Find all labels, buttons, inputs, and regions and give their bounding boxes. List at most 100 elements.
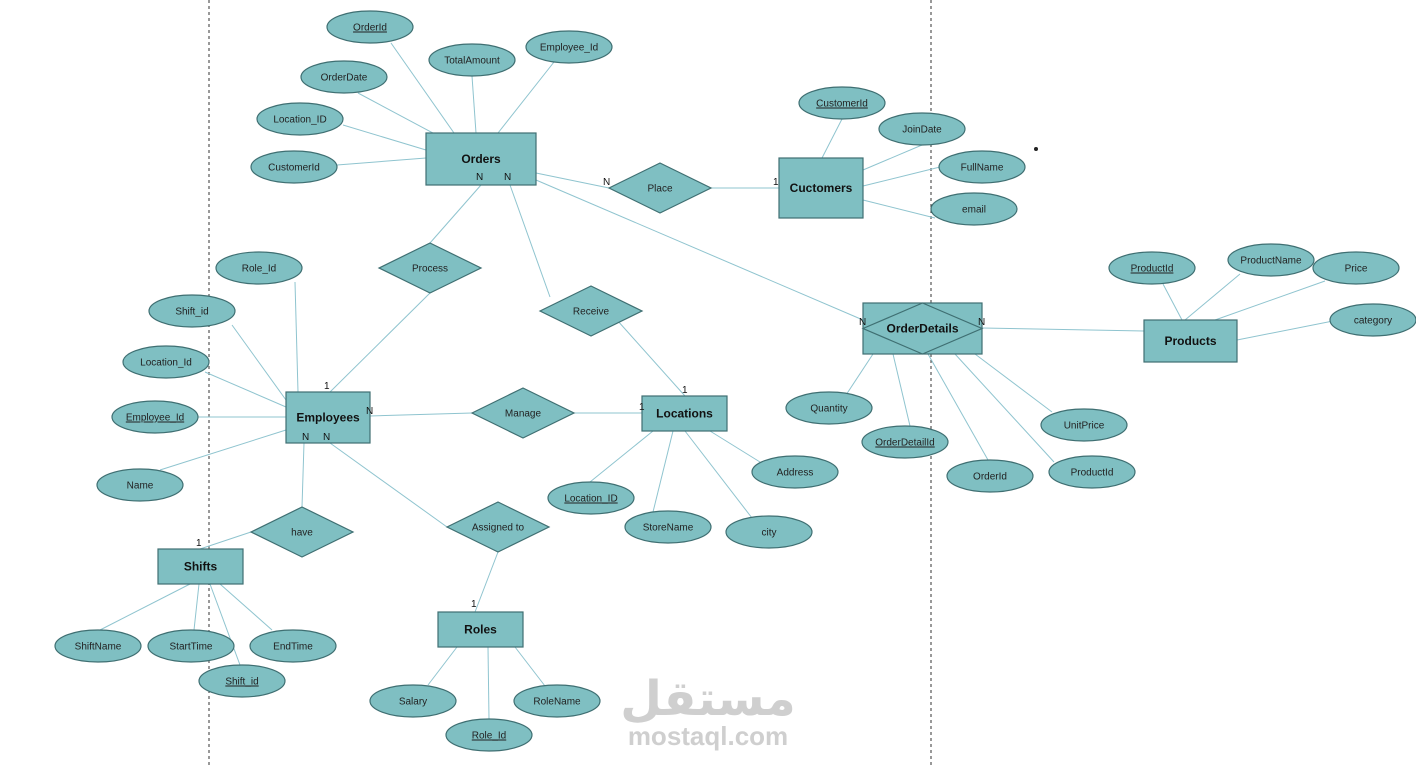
attribute-l_city[interactable]: city (725, 515, 813, 549)
entity-roles[interactable]: Roles (437, 611, 524, 648)
cardinality-label: N (323, 432, 330, 443)
attribute-s_end[interactable]: EndTime (249, 629, 337, 663)
attribute-r_sal[interactable]: Salary (369, 684, 457, 718)
relationship-have[interactable]: have (249, 506, 355, 558)
attribute-o_total[interactable]: TotalAmount (428, 43, 516, 77)
attribute-label: Price (1345, 264, 1368, 275)
attribute-e_name[interactable]: Name (96, 468, 184, 502)
entity-orderdetails[interactable]: OrderDetails (861, 302, 984, 355)
key-attribute-label: ProductId (1131, 264, 1174, 275)
attribute-s_start[interactable]: StartTime (147, 629, 235, 663)
attribute-l_id[interactable]: Location_ID (547, 481, 635, 515)
entity-label: Products (1164, 334, 1216, 348)
attribute-label: ProductName (1240, 256, 1302, 267)
attribute-r_name[interactable]: RoleName (513, 684, 601, 718)
attribute-label: OrderDate (321, 73, 368, 84)
connector-line (99, 583, 191, 631)
attribute-c_id[interactable]: CustomerId (798, 86, 886, 120)
connector-line (487, 646, 490, 720)
entity-label: Roles (464, 623, 497, 637)
relationship-assigned[interactable]: Assigned to (445, 501, 551, 553)
entity-customers[interactable]: Cuctomers (778, 157, 864, 219)
cardinality-label: N (476, 172, 483, 183)
connector-line (862, 144, 923, 171)
cardinality-label: 1 (682, 385, 688, 396)
attribute-s_name[interactable]: ShiftName (54, 629, 142, 663)
relationship-receive[interactable]: Receive (538, 285, 644, 337)
attribute-p_price[interactable]: Price (1312, 251, 1400, 285)
attribute-e_shift[interactable]: Shift_id (148, 294, 236, 328)
entity-orders[interactable]: Orders (425, 132, 537, 186)
attribute-od_pid[interactable]: ProductId (1048, 455, 1136, 489)
entity-employees[interactable]: Employees (285, 391, 371, 444)
attribute-l_store[interactable]: StoreName (624, 510, 712, 544)
connector-line (193, 583, 200, 631)
attribute-label: StoreName (643, 523, 694, 534)
entity-locations[interactable]: Locations (641, 395, 728, 432)
attribute-od_up[interactable]: UnitPrice (1040, 408, 1128, 442)
attribute-e_loc[interactable]: Location_Id (122, 345, 210, 379)
attribute-od_id[interactable]: OrderDetailId (861, 425, 949, 459)
attribute-label: RoleName (533, 697, 581, 708)
attribute-l_addr[interactable]: Address (751, 455, 839, 489)
attribute-o_loc[interactable]: Location_ID (256, 102, 344, 136)
connector-line (1236, 320, 1334, 341)
key-attribute-label: Location_ID (564, 494, 617, 505)
attribute-o_cust[interactable]: CustomerId (250, 150, 338, 184)
connector-line (821, 118, 843, 159)
relationship-process[interactable]: Process (377, 242, 483, 294)
relationship-place[interactable]: Place (607, 162, 713, 214)
attribute-o_orderid[interactable]: OrderId (326, 10, 414, 44)
attribute-p_cat[interactable]: category (1329, 303, 1416, 337)
stray-dot (1034, 147, 1038, 151)
attribute-p_name[interactable]: ProductName (1227, 243, 1315, 277)
connector-line (329, 292, 431, 393)
connector-line (589, 430, 654, 483)
attribute-label: city (762, 528, 777, 539)
relationship-label: have (291, 528, 313, 539)
connector-line (199, 531, 252, 550)
attribute-label: CustomerId (268, 163, 320, 174)
attribute-r_id[interactable]: Role_Id (445, 718, 533, 752)
attribute-e_role[interactable]: Role_Id (215, 251, 303, 285)
entity-shifts[interactable]: Shifts (157, 548, 244, 585)
connector-line (845, 353, 874, 396)
attribute-label: Salary (399, 697, 427, 708)
attribute-c_join[interactable]: JoinDate (878, 112, 966, 146)
relationship-manage[interactable]: Manage (470, 387, 576, 439)
connector-line (535, 179, 864, 321)
entity-label: Orders (461, 152, 501, 166)
connector-line (535, 172, 610, 189)
attribute-c_name[interactable]: FullName (938, 150, 1026, 184)
connector-line (159, 429, 287, 471)
cardinality-label: N (978, 317, 985, 328)
connector-line (204, 371, 287, 408)
attribute-label: JoinDate (902, 125, 942, 136)
attribute-od_oid[interactable]: OrderId (946, 459, 1034, 493)
connector-line (652, 430, 674, 513)
key-attribute-label: Shift_id (225, 677, 258, 688)
attribute-e_id[interactable]: Employee_Id (111, 400, 199, 434)
attribute-label: category (1354, 316, 1392, 327)
connector-line (709, 430, 761, 463)
connector-line (981, 327, 1145, 332)
entity-products[interactable]: Products (1143, 319, 1238, 363)
attribute-p_id[interactable]: ProductId (1108, 251, 1196, 285)
entity-label: Locations (656, 407, 713, 421)
attribute-c_email[interactable]: email (930, 192, 1018, 226)
attribute-label: OrderId (973, 472, 1007, 483)
attribute-label: UnitPrice (1064, 421, 1105, 432)
connector-line (1162, 283, 1183, 321)
attribute-o_emp[interactable]: Employee_Id (525, 30, 613, 64)
cardinality-label: 1 (639, 402, 645, 413)
connector-line (497, 61, 555, 134)
attribute-od_qty[interactable]: Quantity (785, 391, 873, 425)
attribute-s_id[interactable]: Shift_id (198, 664, 286, 698)
key-attribute-label: CustomerId (816, 99, 868, 110)
attribute-label: Location_ID (273, 115, 326, 126)
attribute-label: ShiftName (75, 642, 122, 653)
entity-label: Employees (296, 411, 360, 425)
attribute-o_date[interactable]: OrderDate (300, 60, 388, 94)
watermark: مستقل mostaql.com (620, 671, 796, 751)
attribute-label: Role_Id (242, 264, 276, 275)
